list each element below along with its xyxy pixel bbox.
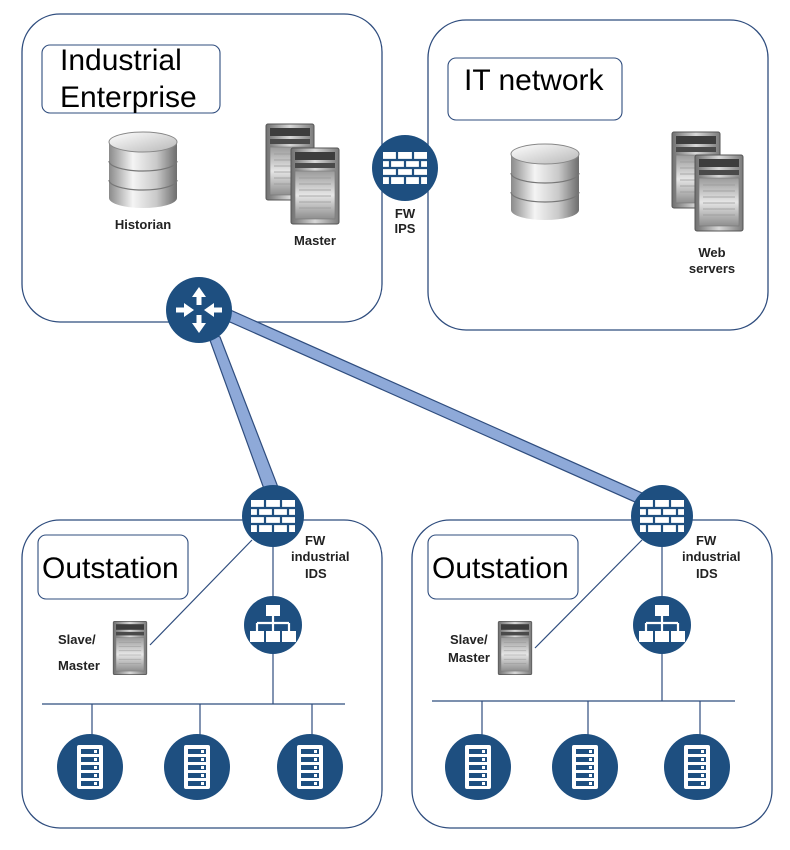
outstation-left-title: Outstation <box>42 552 179 585</box>
server-rack-icon <box>77 745 103 789</box>
outstation-left-title-box <box>37 534 189 600</box>
rtu-left-2 <box>164 734 230 800</box>
master-server-front-icon <box>290 147 340 225</box>
historian-label: Historian <box>115 217 171 232</box>
wire-fw-left-to-slave <box>149 539 253 646</box>
slave-left-line1: Slave/ <box>58 632 96 647</box>
slave-right-line1: Slave/ <box>450 632 488 647</box>
router-node <box>166 277 232 343</box>
rtu-right-2 <box>552 734 618 800</box>
server-rack-icon <box>297 745 323 789</box>
rtu-right-3 <box>664 734 730 800</box>
firewall-icon <box>638 498 686 534</box>
slave-master-right-server-icon <box>497 621 533 675</box>
rtu-left-3 <box>277 734 343 800</box>
fw-ind-left-line2: industrial <box>291 549 350 564</box>
slave-left-line2: Master <box>58 658 100 673</box>
server-rack-icon <box>465 745 491 789</box>
server-rack-icon <box>684 745 710 789</box>
wan-link-right <box>220 308 652 507</box>
ips-label: IPS <box>395 221 416 236</box>
outstation-right-title-box <box>427 534 579 600</box>
historian-database-icon <box>108 131 178 209</box>
firewall-icon <box>249 498 297 534</box>
fw-ind-right-line3: IDS <box>696 566 718 581</box>
enterprise-title-line2: Enterprise <box>60 81 197 114</box>
server-rack-icon <box>184 745 210 789</box>
rtu-right-1 <box>445 734 511 800</box>
rtu-left-1 <box>57 734 123 800</box>
firewall-icon <box>381 150 429 186</box>
slave-master-left-server-icon <box>112 621 148 675</box>
web-server-front-icon <box>694 154 744 232</box>
fw-industrial-right-node <box>631 485 693 547</box>
server-rack-icon <box>572 745 598 789</box>
it-network-title-box <box>447 57 623 121</box>
fw-ind-right-line1: FW <box>696 533 717 548</box>
fw-label: FW <box>395 206 416 221</box>
slave-right-line2: Master <box>448 650 490 665</box>
switch-right-node <box>633 596 691 654</box>
fw-industrial-left-node <box>242 485 304 547</box>
it-database-icon <box>510 143 580 221</box>
web-label-line1: Web <box>698 245 725 260</box>
fw-ind-left-line1: FW <box>305 533 326 548</box>
enterprise-title-line1: Industrial <box>60 44 182 77</box>
fw-ind-left-line3: IDS <box>305 566 327 581</box>
wire-fw-right-to-slave <box>534 539 643 649</box>
wan-link-left <box>205 330 282 501</box>
fw-ind-right-line2: industrial <box>682 549 741 564</box>
it-network-title: IT network <box>464 64 604 97</box>
switch-left-node <box>244 596 302 654</box>
enterprise-title-box <box>41 44 221 114</box>
outstation-right-title: Outstation <box>432 552 569 585</box>
web-label-line2: servers <box>689 261 735 276</box>
master-label: Master <box>294 233 336 248</box>
firewall-ips-node <box>372 135 438 201</box>
